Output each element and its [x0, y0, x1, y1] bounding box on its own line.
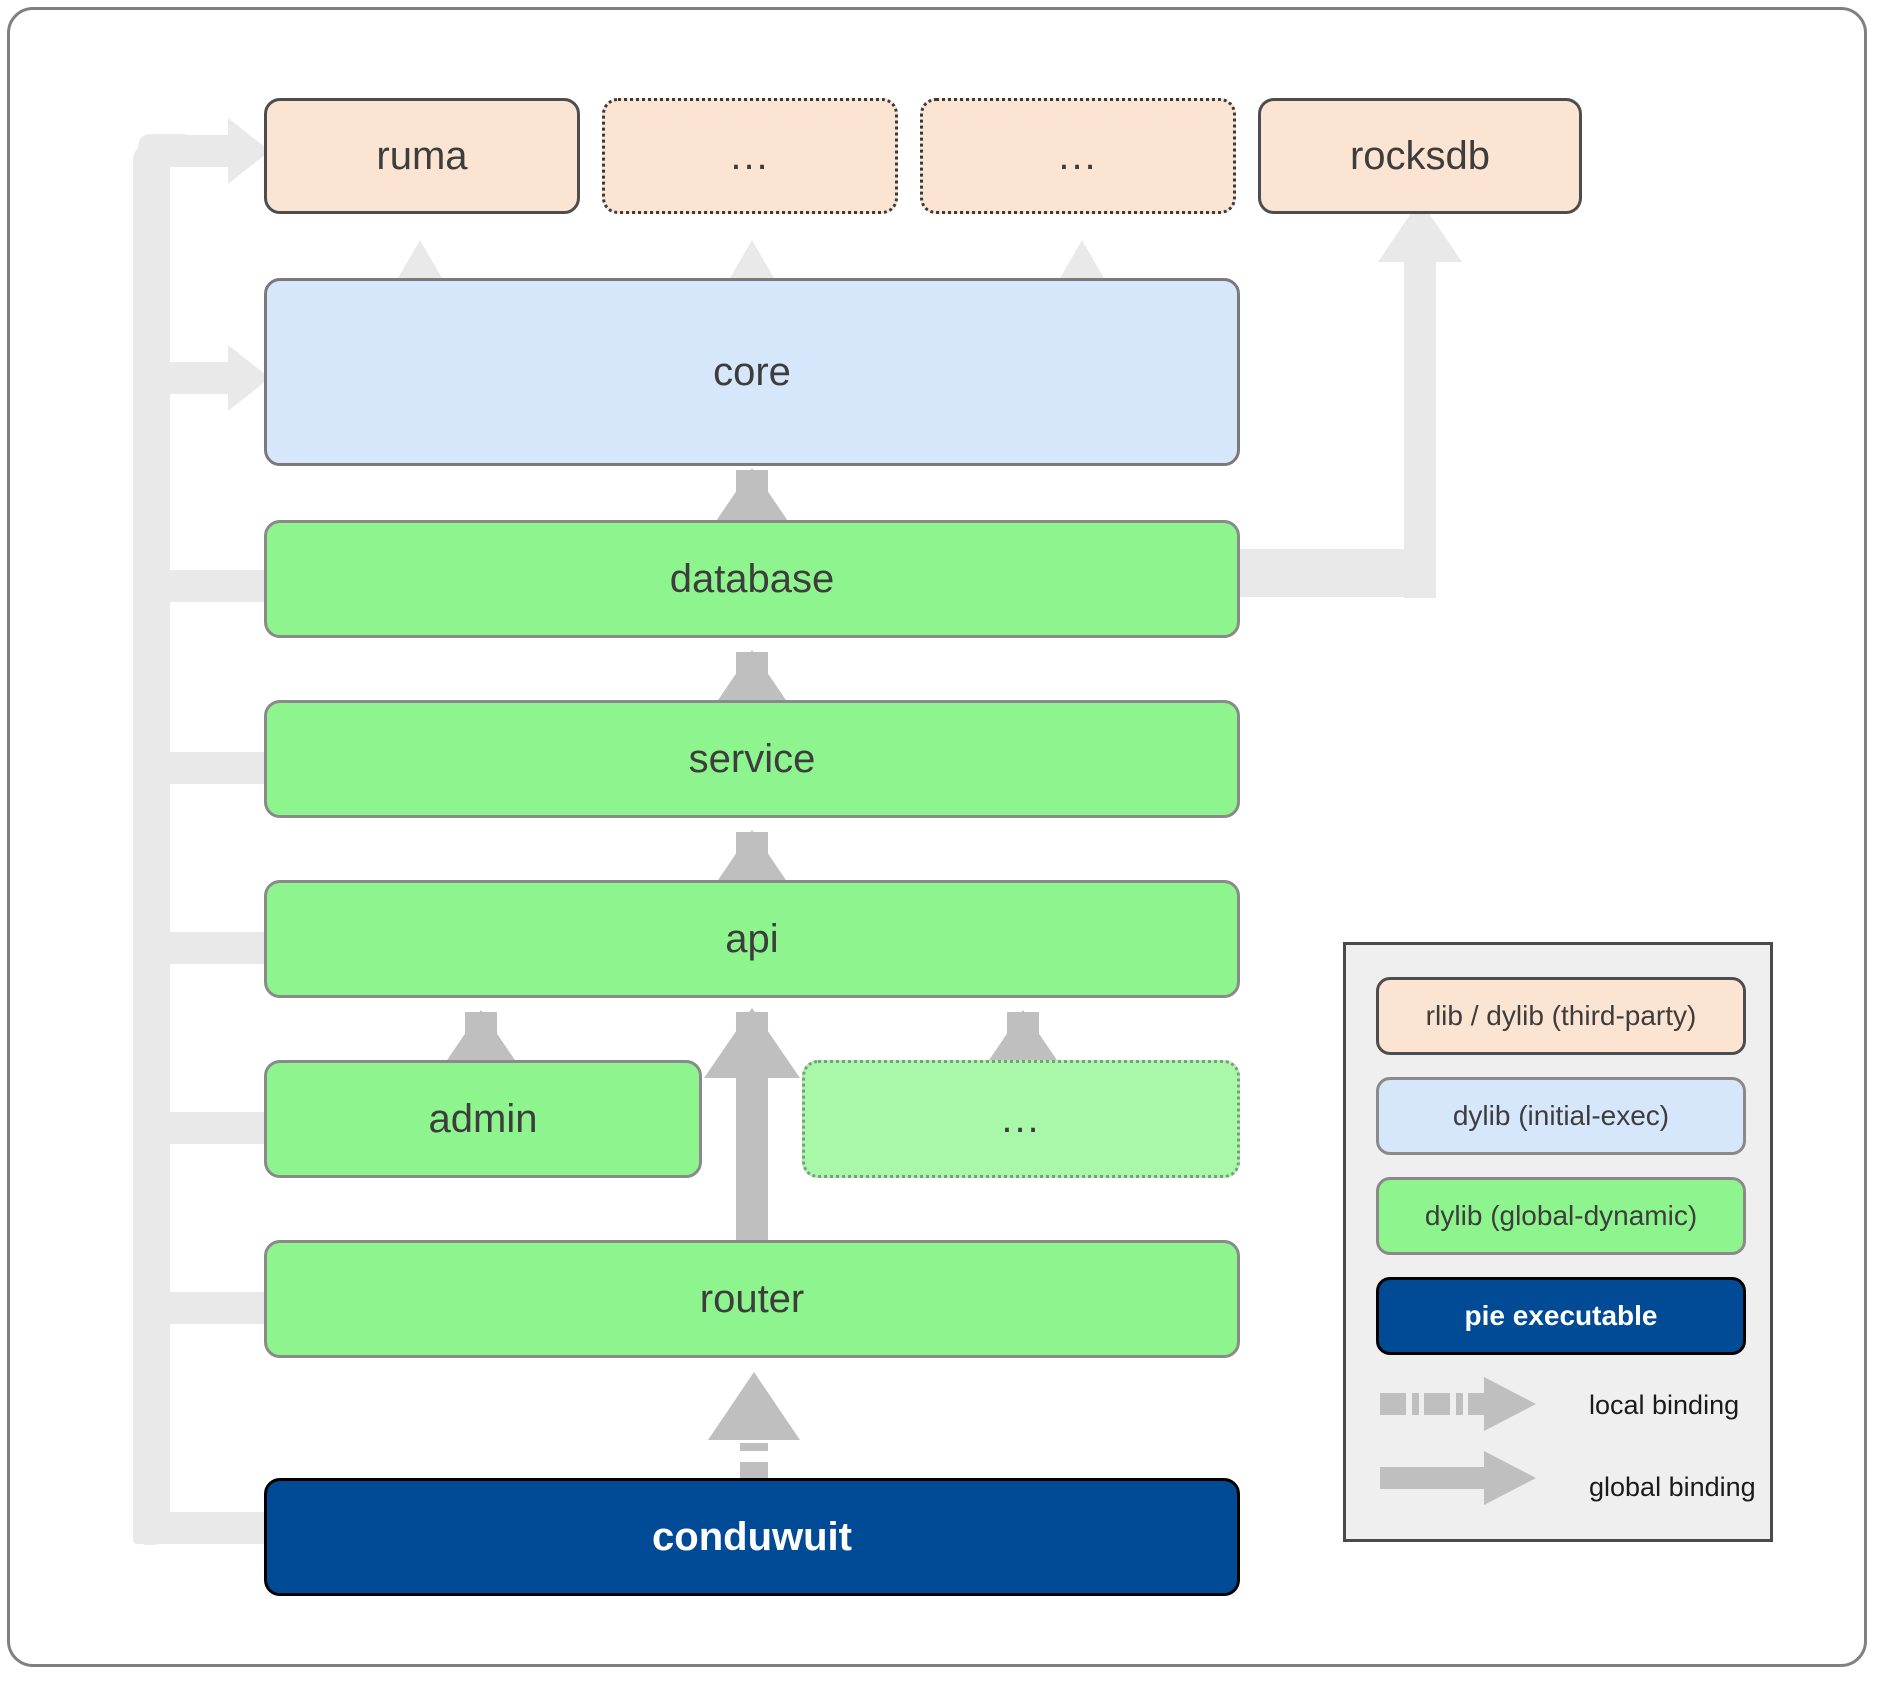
node-ruma[interactable]: ruma — [264, 98, 580, 214]
legend-chip-pie-executable: pie executable — [1376, 1277, 1746, 1355]
node-more-module[interactable]: ... — [802, 1060, 1240, 1178]
legend-chip-initial-exec-label: dylib (initial-exec) — [1452, 1100, 1670, 1131]
node-admin-label: admin — [428, 1097, 538, 1141]
node-router-label: router — [699, 1277, 805, 1321]
node-core-label: core — [713, 350, 791, 394]
node-rocksdb[interactable]: rocksdb — [1258, 98, 1582, 214]
node-admin[interactable]: admin — [264, 1060, 702, 1178]
node-api[interactable]: api — [264, 880, 1240, 998]
node-service[interactable]: service — [264, 700, 1240, 818]
global-binding-arrow-icon — [1380, 1451, 1536, 1505]
node-service-label: service — [688, 737, 816, 781]
node-ruma-label: ruma — [376, 134, 468, 178]
node-conduwuit[interactable]: conduwuit — [264, 1478, 1240, 1596]
node-database-label: database — [669, 557, 835, 601]
node-third-a-label: ... — [730, 134, 770, 178]
legend-chip-global-dynamic: dylib (global-dynamic) — [1376, 1177, 1746, 1255]
node-more-module-label: ... — [1001, 1097, 1041, 1141]
local-binding-arrow-icon — [1380, 1377, 1536, 1431]
node-third-b[interactable]: ... — [920, 98, 1236, 214]
legend-chip-initial-exec: dylib (initial-exec) — [1376, 1077, 1746, 1155]
node-core[interactable]: core — [264, 278, 1240, 466]
node-rocksdb-label: rocksdb — [1349, 134, 1491, 178]
node-database[interactable]: database — [264, 520, 1240, 638]
node-third-b-label: ... — [1058, 134, 1098, 178]
legend-chip-third-party: rlib / dylib (third-party) — [1376, 977, 1746, 1055]
legend-panel: rlib / dylib (third-party) dylib (initia… — [1343, 942, 1773, 1542]
node-conduwuit-label: conduwuit — [652, 1515, 852, 1559]
legend-chip-third-party-label: rlib / dylib (third-party) — [1425, 1000, 1697, 1031]
legend-chip-global-dynamic-label: dylib (global-dynamic) — [1424, 1200, 1698, 1231]
legend-local-binding-label: local binding — [1589, 1390, 1740, 1420]
legend-global-binding-label: global binding — [1589, 1472, 1756, 1502]
legend-arrow-icons — [1380, 1377, 1536, 1505]
node-api-label: api — [725, 917, 779, 961]
node-third-a[interactable]: ... — [602, 98, 898, 214]
node-router[interactable]: router — [264, 1240, 1240, 1358]
legend-chip-pie-executable-label: pie executable — [1464, 1300, 1658, 1331]
